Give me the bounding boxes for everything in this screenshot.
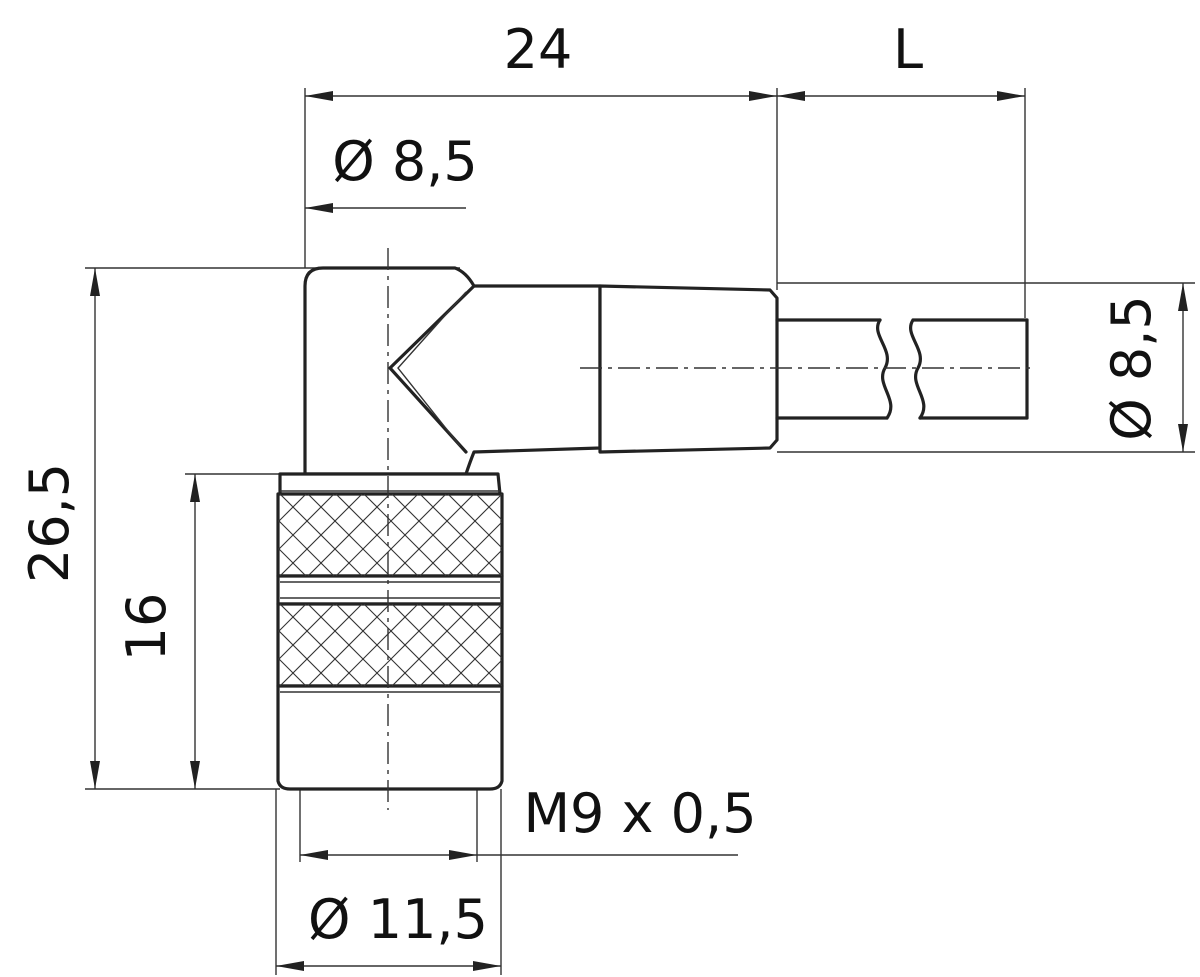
dimension-l: [777, 91, 1025, 101]
knurl-line: [363, 604, 447, 686]
knurl-line: [335, 494, 419, 576]
knurl-line: [475, 659, 502, 686]
knurl-line: [532, 604, 614, 686]
knurl-line: [278, 604, 279, 605]
knurl-band-lower: [278, 604, 642, 686]
knurl-line: [278, 604, 307, 633]
extension-lines: [85, 88, 1195, 975]
dimension-26-5: [90, 268, 100, 789]
center-lines: [387, 248, 1036, 810]
label-l: L: [893, 18, 923, 81]
dimension-thread: [300, 850, 738, 860]
angled-housing: [303, 266, 602, 476]
label-cable-diameter: Ø 8,5: [1100, 295, 1163, 441]
coupling-nut: [276, 472, 504, 791]
knurl-line: [279, 604, 363, 686]
label-body-diameter: Ø 8,5: [332, 130, 478, 193]
dimension-11-5: [276, 961, 501, 971]
knurl-line: [335, 604, 419, 686]
dimension-16: [190, 474, 200, 789]
knurl-line: [560, 604, 642, 686]
knurl-line: [278, 685, 279, 686]
knurl-line: [363, 494, 447, 576]
knurl-line: [504, 604, 586, 686]
knurl-line: [278, 494, 279, 495]
label-11-5: Ø 11,5: [308, 888, 488, 951]
knurl-line: [475, 549, 502, 576]
label-26-5: 26,5: [18, 463, 81, 583]
knurl-line: [447, 521, 502, 576]
knurl-line: [279, 494, 363, 576]
knurl-line: [278, 657, 307, 686]
knurl-line: [278, 494, 307, 523]
label-24: 24: [504, 18, 573, 81]
cable: [775, 318, 1029, 420]
cable-sleeve: [598, 284, 779, 454]
knurl-line: [475, 494, 502, 521]
knurl-line: [532, 494, 614, 576]
dimension-body-diameter: [305, 203, 466, 213]
knurl-line: [278, 547, 307, 576]
knurl-line: [419, 604, 502, 686]
knurl-line: [560, 604, 642, 686]
knurl-line: [504, 494, 586, 576]
knurl-line: [419, 494, 502, 576]
knurl-line: [278, 604, 335, 661]
knurl-line: [447, 631, 502, 686]
label-thread: M9 x 0,5: [523, 782, 756, 845]
knurl-line: [560, 494, 642, 576]
knurl-line: [532, 494, 614, 576]
dimension-cable-diameter: [1178, 283, 1188, 452]
knurl-line: [532, 604, 614, 686]
knurl-line: [391, 494, 475, 576]
knurl-line: [307, 604, 391, 686]
knurl-band-upper: [278, 494, 642, 576]
label-16: 16: [115, 593, 178, 662]
knurl-line: [504, 604, 586, 686]
knurl-line: [504, 494, 586, 576]
knurl-line: [307, 494, 391, 576]
knurl-line: [278, 494, 335, 551]
knurl-line: [391, 604, 475, 686]
knurl-line: [560, 494, 642, 576]
knurl-line: [475, 604, 502, 631]
knurl-line: [278, 575, 279, 576]
dimension-24: [305, 91, 777, 101]
